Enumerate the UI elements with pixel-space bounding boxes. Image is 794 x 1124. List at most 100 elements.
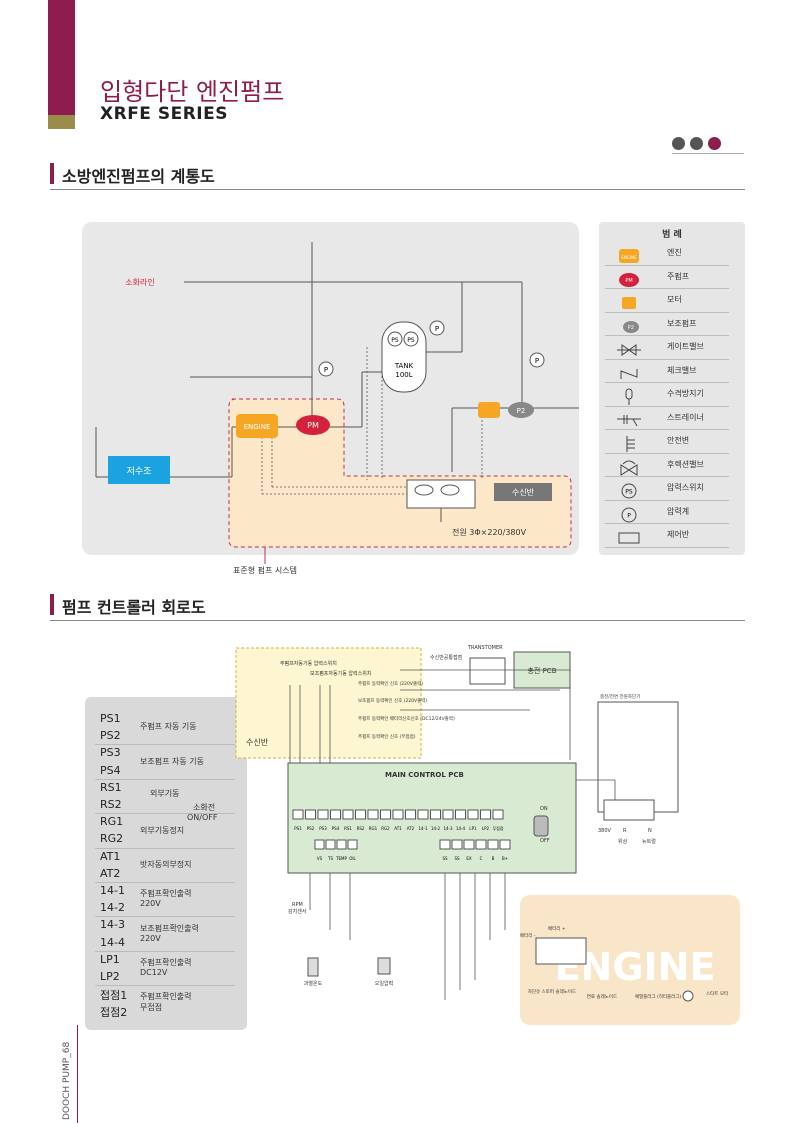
dot-3	[708, 137, 721, 150]
fire-line-label: 소화라인	[125, 277, 154, 287]
terminal-block	[405, 809, 416, 820]
standard-system-label: 표준형 펌프 시스템	[233, 565, 297, 575]
tank-label-1: TANK	[394, 362, 414, 370]
terminal-block	[430, 809, 441, 820]
table-row-code: 14-3	[100, 918, 125, 932]
pressure-gauge-icon: P	[621, 507, 637, 522]
fuel-solenoid-label: 차단유 스토퍼 솔레노이드	[528, 988, 576, 995]
battery-plus-label: 배터리 +	[548, 925, 566, 932]
legend-row-check-valve: 체크밸브	[605, 359, 729, 383]
terminal-label: EX	[466, 856, 472, 861]
water-hammer-arrestor-icon	[625, 388, 633, 405]
power-toggle-switch[interactable]	[533, 815, 549, 837]
terminal-label: TEMP	[335, 856, 347, 861]
power-label: 전원 3Φ×220/380V	[452, 527, 527, 537]
terminal-block	[499, 839, 511, 850]
legend-label: 스트레이너	[667, 412, 704, 422]
terminal-block	[342, 809, 354, 820]
terminal-block	[367, 809, 379, 820]
terminal-label: 무접점	[492, 825, 503, 831]
legend-row-flexion-valve: 후렉션밸브	[605, 453, 729, 477]
phase-label: 위상	[618, 838, 628, 845]
table-description: 220V	[140, 899, 161, 909]
terminal-block	[487, 839, 499, 850]
terminal-block	[292, 809, 304, 820]
tank-ps-2: PS	[407, 337, 415, 344]
strainer-icon	[617, 414, 641, 426]
terminal-block	[442, 809, 454, 820]
legend-row-engine: ENGINE 엔진	[605, 241, 729, 266]
terminal-label: 14-3	[443, 826, 453, 831]
legend-label: 모터	[667, 295, 682, 304]
off-label: OFF	[540, 838, 550, 844]
legend-label: 제어반	[667, 530, 690, 539]
table-row-code: AT1	[100, 849, 121, 863]
glow-plug-label: 예열플러그 (히터플러그)	[635, 993, 682, 1000]
section2-marker	[50, 594, 54, 615]
table-row-code: PS3	[100, 746, 121, 760]
svg-text:PS: PS	[625, 489, 633, 496]
signal-4-label: 주펌프 동력확인 신호 (무접점)	[358, 733, 416, 740]
charge-pcb-label: 충전 PCB	[527, 666, 556, 675]
legend-row-strainer: 스트레이너	[605, 406, 729, 430]
terminal-label: C	[480, 856, 483, 861]
transformer-label: TRANSTOMER	[467, 645, 503, 651]
table-row-code: RS2	[100, 798, 122, 811]
legend-label: 압력스위치	[667, 483, 704, 492]
legend-row-pressure-switch: PS 압력스위치	[605, 476, 729, 501]
table-divider	[95, 916, 235, 918]
receiver-common-label: 수신반공통접점	[430, 654, 462, 661]
terminal-label: RS2	[357, 826, 365, 831]
legend-label: 게이트밸브	[667, 342, 704, 351]
header-gold-bar	[48, 115, 75, 129]
svg-text:P: P	[627, 512, 631, 519]
table-description: 무접점	[140, 1002, 163, 1012]
table-row-code: PS1	[100, 712, 121, 725]
table-row-code: PS4	[100, 763, 121, 777]
terminal-label: B+	[502, 856, 508, 861]
coolant-temp-label: 과열온도	[304, 980, 323, 987]
svg-text:P2: P2	[628, 325, 634, 331]
terminal-label: AT1	[394, 826, 402, 831]
starter-motor-icon	[682, 990, 694, 1002]
table-description: 밧자동의부정지	[140, 859, 192, 869]
terminal-block	[439, 839, 451, 850]
terminal-label: B	[492, 856, 495, 861]
table-row-code: LP2	[100, 970, 120, 983]
table-description: 보조펌프 자동 기동	[140, 756, 204, 766]
flexion-valve-icon	[620, 460, 638, 476]
oil-pressure-label: 오일압력	[375, 980, 393, 987]
table-row-code: RG2	[100, 832, 124, 846]
p2-label: P2	[517, 407, 526, 415]
pm-label: PM	[307, 421, 319, 430]
rpm-label-2: 감지센서	[288, 908, 306, 915]
terminal-label: 14-4	[456, 826, 466, 831]
terminal-block	[347, 839, 358, 850]
legend-title: 범 례	[662, 230, 682, 240]
table-description: 주펌프확인출력	[140, 957, 192, 967]
legend-row-water-hammer-arrestor: 수격방지기	[605, 382, 729, 407]
aux-pressure-switch-label: 보조펌프자동기동 압력스위치	[310, 670, 371, 677]
terminal-block	[455, 809, 466, 820]
legend-row-main-pump: PM 주펌프	[605, 265, 729, 289]
footer-bar	[77, 1025, 78, 1123]
terminal-label: OIL	[349, 856, 356, 861]
terminal-label: LP2	[482, 826, 490, 831]
dot-2	[690, 137, 703, 150]
aux-pump-icon: P2	[623, 320, 639, 333]
control-panel-icon	[618, 532, 640, 544]
signal-1-label: 주펌프 동력확인 신호 (220V출력)	[358, 680, 423, 687]
svg-text:ENGINE: ENGINE	[621, 255, 637, 260]
terminal-block	[325, 839, 336, 850]
legend-row-control-panel: 제어반	[605, 523, 729, 548]
table-row-code: PS2	[100, 729, 121, 743]
engine-label: ENGINE	[244, 423, 271, 431]
terminal-label: PS2	[307, 826, 315, 831]
coolant-temp-sensor-icon	[307, 957, 319, 977]
on-label: ON	[540, 806, 548, 812]
legend-row-gate-valve: 게이트밸브	[605, 335, 729, 360]
table-description: 보조펌프확인출력	[140, 923, 199, 933]
table-description: 주펌프 자동 기동	[140, 722, 197, 732]
table-description: ON/OFF	[187, 813, 218, 823]
